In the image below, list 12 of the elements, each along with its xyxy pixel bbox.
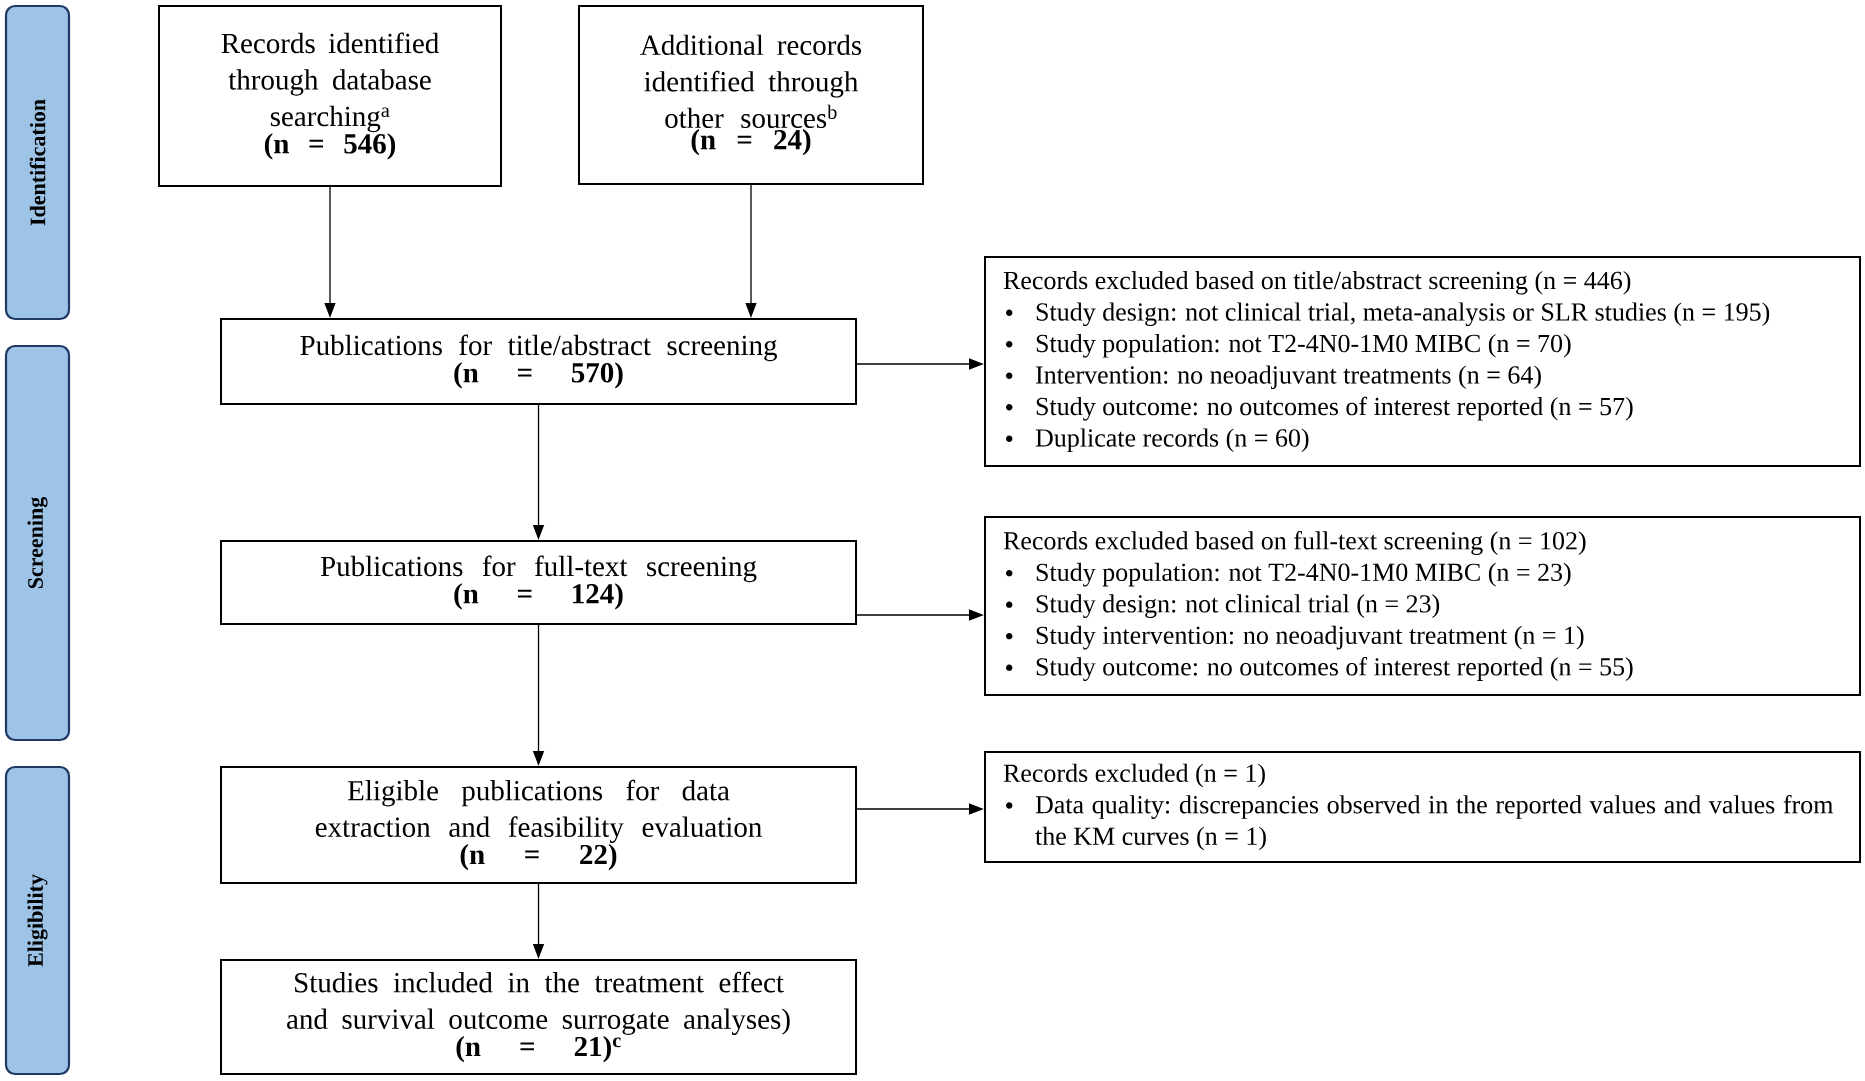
exclusion-box: Records excluded based on title/abstract screening (n = 446) Study design: not clinical trial, meta-analysis or SLR studies (n = 195) Study population: not T2-4N0-1M0 MIBC (n = 70) Intervention: no neoadjuvant treatments (n = 64) Study outcome: no outcomes of interest reported (n = 57) Duplicate records (n = 60): [984, 256, 1862, 467]
stage-band: Eligibility: [4, 765, 71, 1076]
process-box: Additional records identified through other sources$^{b}$ (n = 24): [578, 5, 924, 185]
process-box: Records identified through database searching$^{a}$ (n = 546): [158, 5, 502, 187]
process-box: Studies included in the treatment effect and survival outcome surrogate analyses) (n = 21)$^{c}$: [220, 959, 857, 1075]
stage-band: Screening: [4, 344, 71, 742]
process-box: Eligible publications for data extraction and feasibility evaluation (n = 22): [220, 766, 857, 884]
stage-band: Identification: [4, 4, 71, 321]
process-box: Publications for full-text screening (n = 124): [220, 540, 857, 625]
process-box: Publications for title/abstract screening (n = 570): [220, 318, 857, 405]
exclusion-box: Records excluded based on full-text screening (n = 102) Study population: not T2-4N0-1M0 MIBC (n = 23) Study design: not clinical trial (n = 23) Study intervention: no neoadjuvant treatment (n = 1) Study outcome: no outcomes of interest reported (n = 55): [984, 516, 1862, 696]
exclusion-box: Records excluded (n = 1) Data quality: discrepancies observed in the reported values and values from the KM curves (n = 1): [984, 751, 1862, 863]
